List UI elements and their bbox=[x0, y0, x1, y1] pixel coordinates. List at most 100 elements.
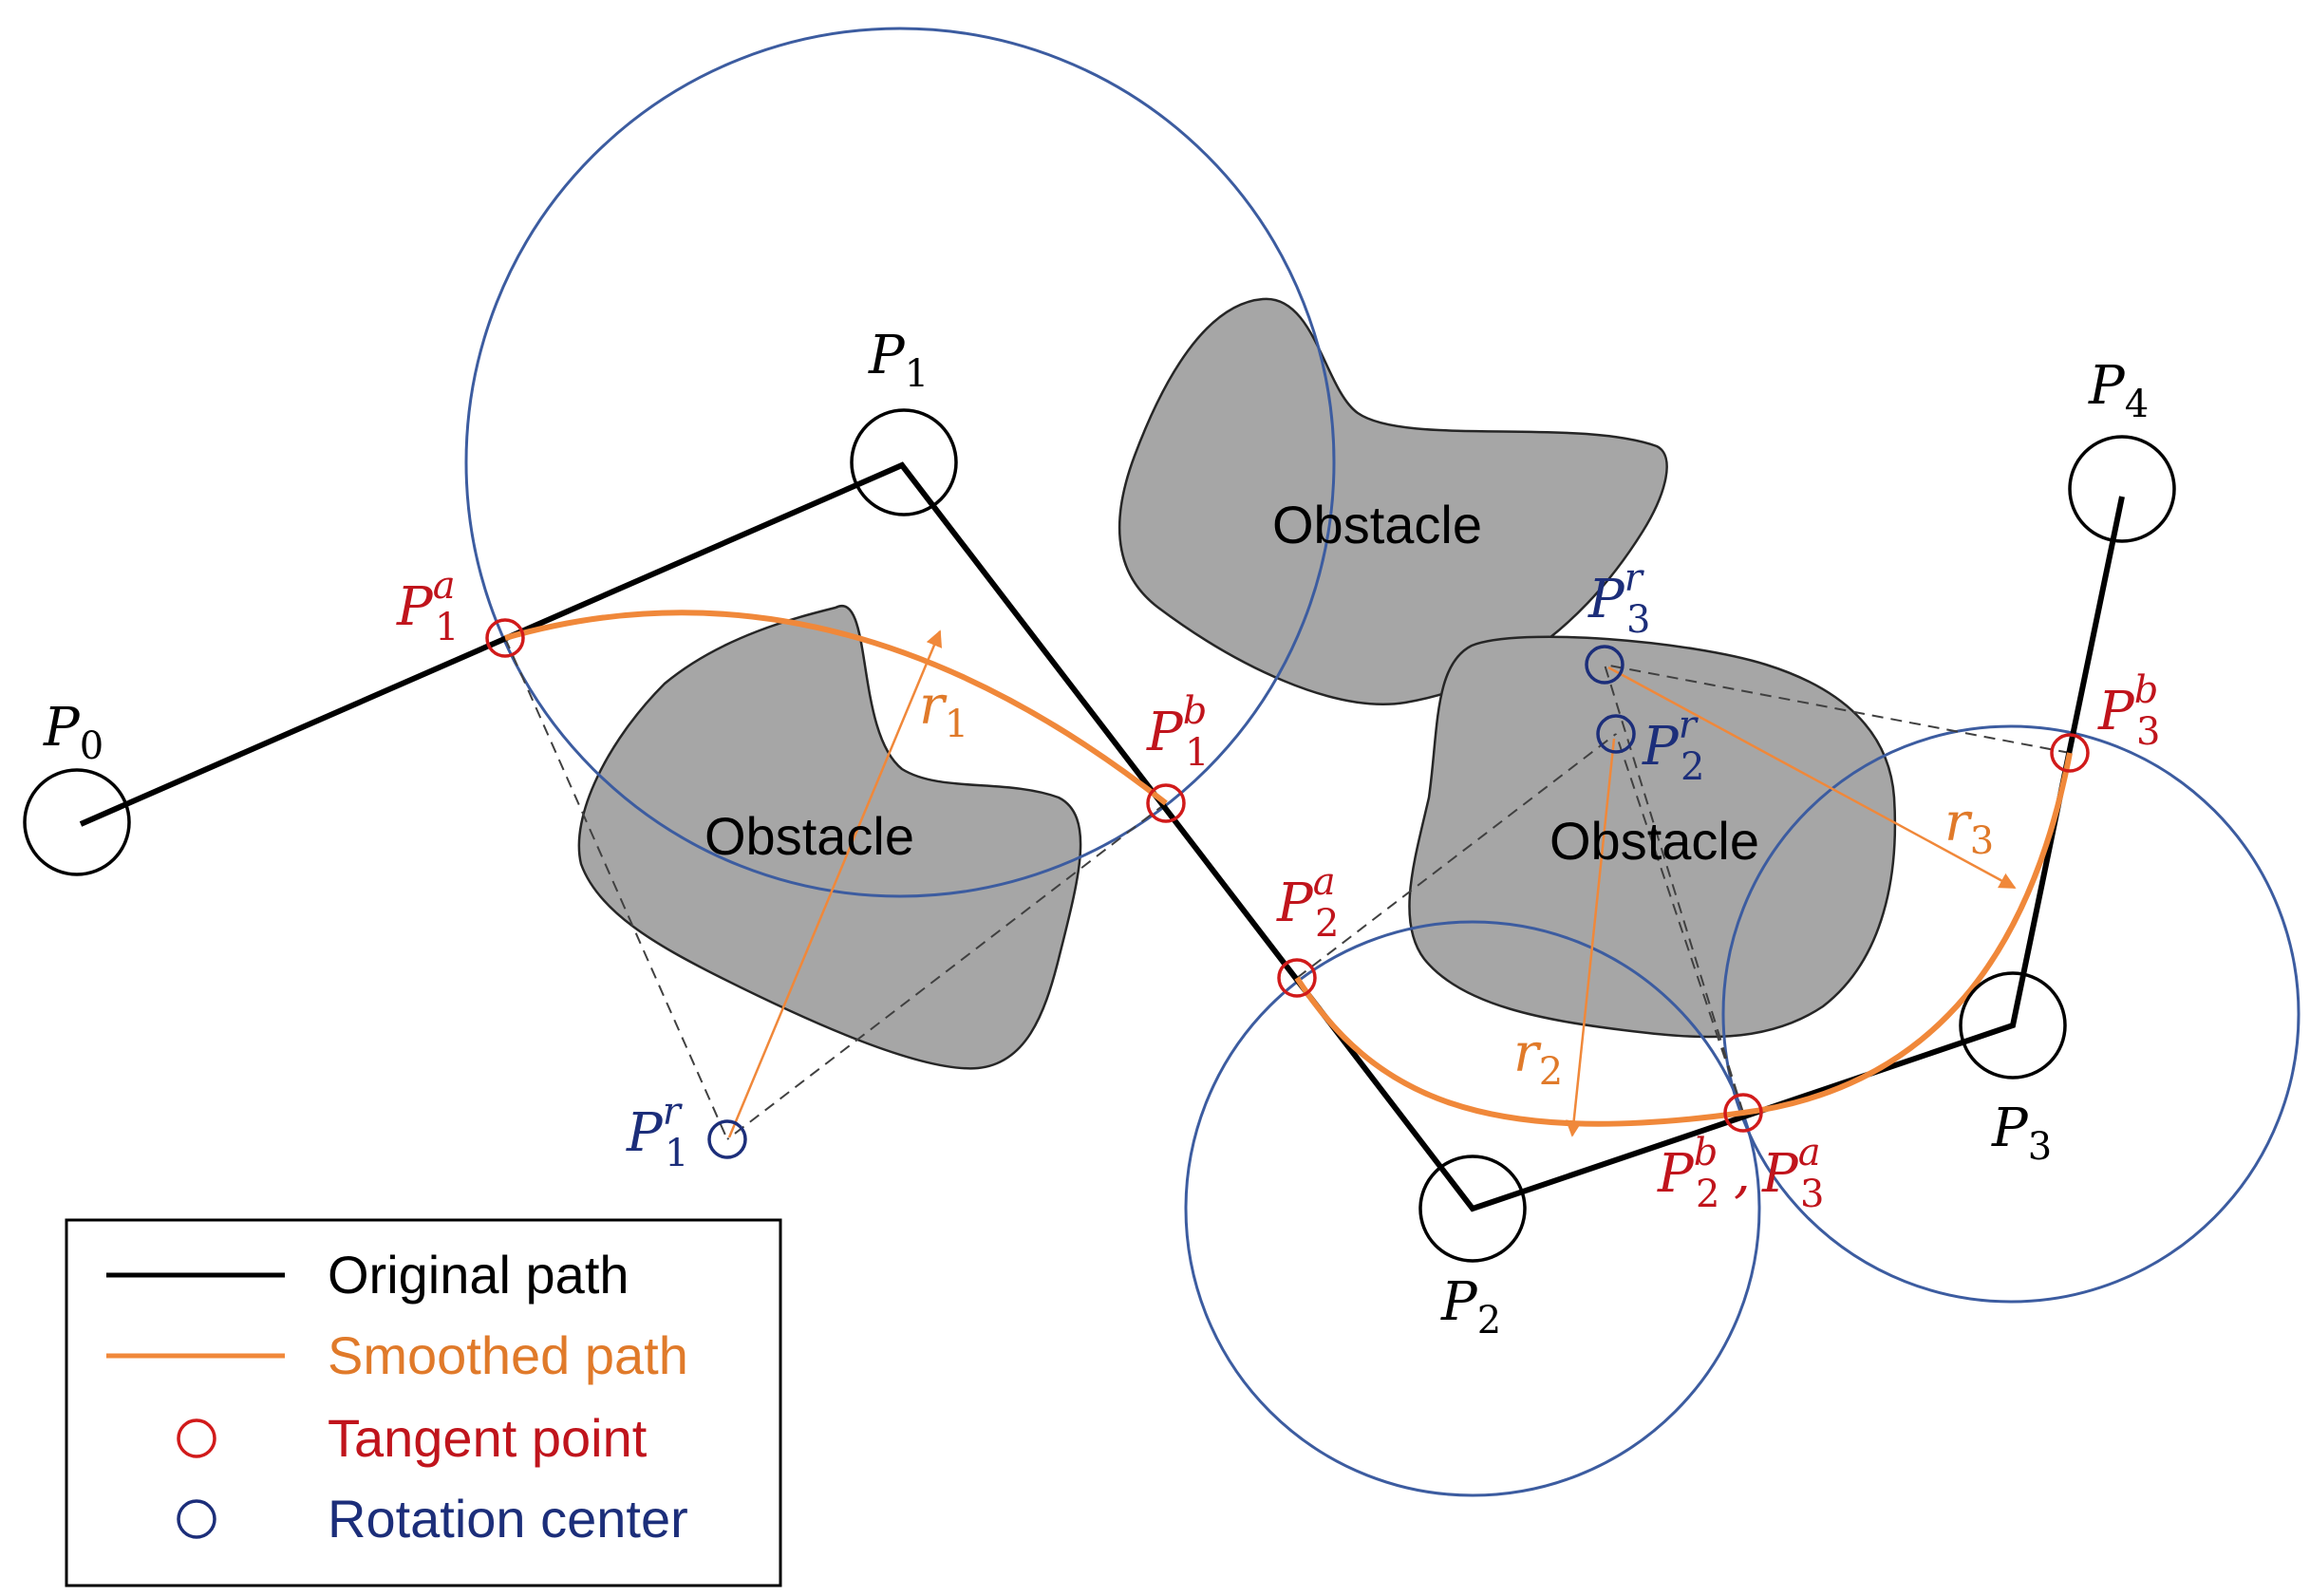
label-superscript: b bbox=[2134, 668, 2159, 712]
label-subscript: 3 bbox=[1970, 819, 1994, 863]
obstacle-right bbox=[1408, 635, 1897, 1039]
legend-swatch-rotation bbox=[177, 1499, 216, 1539]
label-subscript: 2 bbox=[1315, 902, 1339, 946]
obstacle-left bbox=[577, 604, 1082, 1070]
waypoint-label-p0: P0 bbox=[43, 697, 103, 768]
waypoint-label-p2: P2 bbox=[1440, 1271, 1501, 1343]
turning-circle-3 bbox=[1721, 724, 2301, 1304]
label-base: r bbox=[919, 675, 948, 737]
obstacle-label: Obstacle bbox=[1549, 811, 1759, 871]
label-subscript: 2 bbox=[1477, 1299, 1501, 1343]
construction-line bbox=[1604, 664, 1744, 1114]
label-subscript: 1 bbox=[945, 703, 968, 746]
label-base: P bbox=[1761, 1143, 1799, 1205]
label-base: P bbox=[1657, 1143, 1695, 1205]
label-subscript: 0 bbox=[80, 724, 103, 768]
radius-label-r2: r2 bbox=[1513, 1023, 1563, 1094]
label-superscript: a bbox=[1798, 1131, 1821, 1174]
radius-label-r1: r1 bbox=[919, 675, 968, 746]
label-subscript: 1 bbox=[905, 352, 929, 396]
label-subscript: 1 bbox=[665, 1132, 688, 1175]
label-separator: , bbox=[1734, 1143, 1751, 1205]
construction-line bbox=[1296, 733, 1617, 979]
turning-circle-2 bbox=[1184, 920, 1761, 1497]
obstacle-label: Obstacle bbox=[1272, 495, 1482, 554]
label-subscript: 2 bbox=[1539, 1050, 1563, 1094]
label-superscript: r bbox=[1625, 556, 1645, 600]
rotation-center-marker bbox=[1596, 714, 1636, 754]
label-base: P bbox=[1587, 569, 1625, 630]
rotation-center-marker bbox=[1585, 645, 1625, 685]
construction-line bbox=[1604, 664, 2071, 754]
label-superscript: a bbox=[433, 564, 456, 608]
legend-label-original: Original path bbox=[328, 1245, 629, 1305]
label-base: r bbox=[1513, 1023, 1542, 1084]
label-base: P bbox=[626, 1102, 664, 1164]
waypoint-circle-p2 bbox=[1418, 1155, 1527, 1263]
label-superscript: b bbox=[1694, 1131, 1718, 1174]
label-superscript: r bbox=[1679, 704, 1700, 747]
waypoint-label-p3: P3 bbox=[1991, 1098, 2052, 1169]
label-base: P bbox=[1991, 1098, 2029, 1159]
label-base: P bbox=[396, 576, 434, 638]
tangent-point-marker bbox=[1277, 958, 1317, 998]
tangent-point-marker bbox=[1723, 1093, 1763, 1133]
label-subscript: 1 bbox=[1185, 731, 1209, 775]
smoothed-path bbox=[504, 610, 2073, 1127]
waypoint-circle-p1 bbox=[850, 408, 958, 516]
label-base: P bbox=[1440, 1271, 1478, 1333]
legend-label-tangent: Tangent point bbox=[328, 1408, 648, 1468]
waypoint-circle-p3 bbox=[1959, 971, 2067, 1080]
waypoint-label-p4: P4 bbox=[2088, 355, 2149, 426]
label-subscript: 1 bbox=[435, 606, 459, 649]
radius-label-r3: r3 bbox=[1944, 792, 1994, 863]
label-base: P bbox=[1276, 873, 1314, 934]
waypoint-circle-p4 bbox=[2068, 435, 2176, 543]
obstacle-label: Obstacle bbox=[704, 806, 914, 866]
legend-box bbox=[65, 1218, 782, 1587]
label-base: r bbox=[1944, 792, 1973, 854]
label-superscript: a bbox=[1313, 860, 1336, 904]
rotation-center-marker bbox=[707, 1119, 747, 1159]
label-base: P bbox=[868, 325, 906, 386]
label-superscript: r bbox=[663, 1090, 684, 1134]
label-subscript: 3 bbox=[2136, 710, 2160, 754]
label-subscript: 3 bbox=[2028, 1125, 2052, 1169]
label-subscript: 2 bbox=[1696, 1173, 1719, 1216]
construction-line bbox=[504, 637, 728, 1140]
legend: Original path Smoothed path Tangent poin… bbox=[65, 1218, 782, 1587]
legend-label-rotation: Rotation center bbox=[328, 1489, 688, 1549]
original-path bbox=[79, 461, 2125, 1212]
radius-arrow-r1 bbox=[727, 629, 943, 1138]
waypoint-circle-p0 bbox=[23, 768, 131, 876]
tangent-point-marker bbox=[1146, 783, 1186, 823]
radius-arrow-r2 bbox=[1565, 738, 1616, 1137]
legend-swatch-tangent bbox=[177, 1418, 216, 1458]
label-subscript: 3 bbox=[1626, 598, 1650, 642]
label-subscript: 4 bbox=[2125, 383, 2149, 426]
label-subscript: 3 bbox=[1800, 1173, 1824, 1216]
label-superscript: b bbox=[1183, 689, 1208, 733]
construction-line bbox=[1615, 733, 1744, 1114]
turning-circle-1 bbox=[464, 27, 1336, 898]
construction-line bbox=[726, 802, 1167, 1140]
label-subscript: 2 bbox=[1681, 745, 1704, 789]
legend-label-smoothed: Smoothed path bbox=[328, 1325, 688, 1385]
label-base: P bbox=[2097, 681, 2135, 742]
tangent-point-marker bbox=[2050, 733, 2090, 773]
label-base: P bbox=[43, 697, 81, 759]
label-base: P bbox=[2088, 355, 2126, 417]
tangent-point-marker bbox=[485, 618, 525, 658]
label-base: P bbox=[1642, 716, 1680, 778]
label-base: P bbox=[1146, 702, 1184, 763]
waypoint-label-p1: P1 bbox=[868, 325, 929, 396]
